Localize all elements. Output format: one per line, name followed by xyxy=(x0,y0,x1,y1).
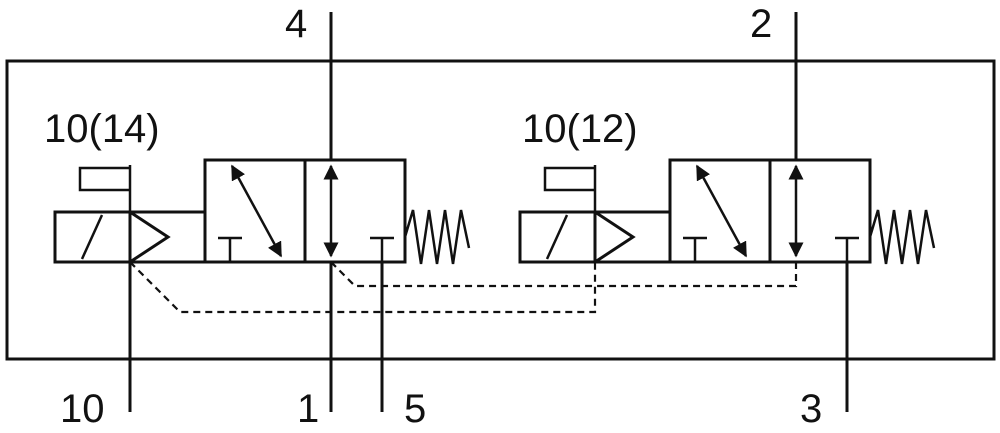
left-valve xyxy=(53,158,471,265)
port-3-label: 3 xyxy=(800,387,822,428)
left-valve-squares xyxy=(203,158,407,264)
pilot-10-14-label: 10(14) xyxy=(44,107,160,151)
port-5-label: 5 xyxy=(404,387,426,428)
left-spring-icon xyxy=(403,209,471,265)
port-10-label: 10 xyxy=(60,387,105,428)
port-2-label: 2 xyxy=(750,2,772,46)
right-valve-squares xyxy=(668,158,872,264)
port-lines xyxy=(128,12,849,412)
port-4-label: 4 xyxy=(285,2,307,46)
right-spring-icon xyxy=(868,209,936,265)
pilot-10-12-label: 10(12) xyxy=(522,107,638,151)
port-1-label: 1 xyxy=(297,387,319,428)
valve-body-outline xyxy=(5,59,996,361)
right-solenoid-operator xyxy=(518,165,670,264)
left-solenoid-operator xyxy=(53,165,205,264)
pilot-lines xyxy=(129,261,798,314)
right-valve xyxy=(518,158,936,265)
